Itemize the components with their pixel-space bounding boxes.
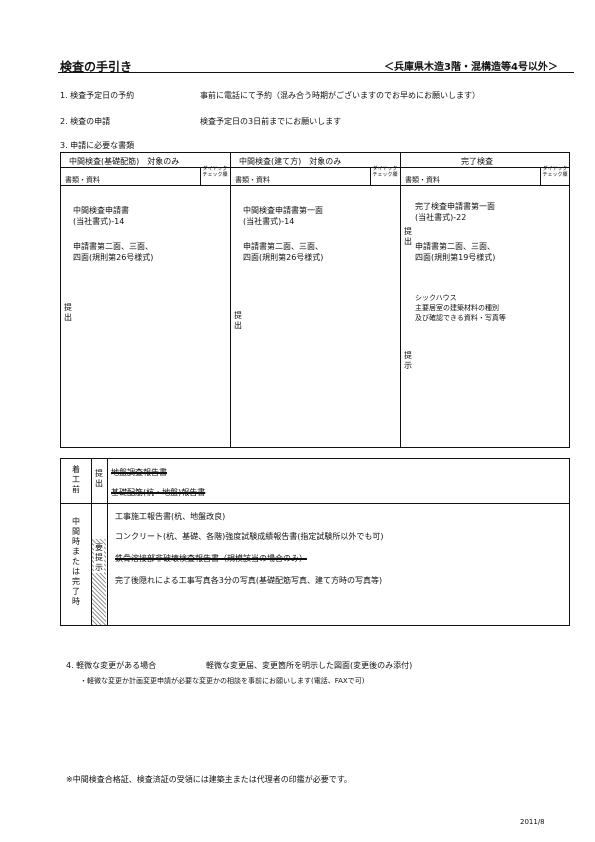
doc-note: (当社書式)-14 [243, 217, 295, 226]
item-changes-label: 4. 軽微な変更がある場合 [66, 661, 157, 670]
check-divider [540, 167, 541, 185]
check-column-label: ダイヤック チェック欄 [542, 166, 568, 178]
table-divider [61, 185, 569, 186]
doc-note: 四面(規則第26号様式) [243, 253, 324, 262]
revision-date: 2011/8 [520, 818, 545, 826]
doc-title: 申請書第二面、三面、 [243, 242, 323, 251]
submit-label: 提出 [95, 469, 103, 488]
doc-item: 完了検査申請書第一面 (当社書式)-22 [415, 201, 495, 223]
table-divider [61, 167, 569, 168]
title-rule [58, 72, 574, 73]
column-subheader: 書類・資料 [405, 176, 440, 184]
doc-title: 中間検査申請書第一面 [243, 206, 323, 215]
doc-note: (当社書式)-22 [415, 213, 467, 222]
doc-row: コンクリート(杭、基礎、各階)強度試験成績報告書(指定試験所以外でも可) [115, 532, 384, 541]
doc-row: 工事施工報告書(杭、地盤改良) [115, 512, 226, 521]
doc-row: 完了後隠れによる工事写真各3分の写真(基礎配筋写真、建て方時の写真等) [115, 576, 383, 585]
page-title: 検査の手引き [60, 60, 133, 74]
doc-note: 及び確認できる資料・写真等 [415, 314, 506, 322]
check-column-label: ダイヤック チェック欄 [202, 166, 228, 178]
doc-item: 中間検査申請書 (当社書式)-14 [73, 205, 129, 227]
column-subheader: 書類・資料 [65, 176, 100, 184]
column-header-completion: 完了検査 [461, 157, 493, 166]
doc-row: 地盤調査報告書 [111, 468, 167, 477]
column-header-foundation: 中間検査(基礎配筋) 対象のみ [69, 157, 180, 166]
timing-during-label: 中間時または完了時 [72, 517, 80, 606]
doc-item: 中間検査申請書第一面 (当社書式)-14 [243, 205, 323, 227]
present-label: 提示 [404, 351, 412, 370]
box-divider [91, 459, 92, 625]
submit-label: 提出 [64, 303, 72, 322]
submit-label: 提出 [404, 227, 412, 246]
doc-item: 申請書第二面、三面、 四面(規則第19号様式) [415, 241, 495, 263]
doc-item: 申請書第二面、三面、 四面(規則第26号様式) [243, 241, 323, 263]
footnote: ※中間検査合格証、検査済証の受領には建築主または代理者の印鑑が必要です。 [66, 775, 352, 784]
doc-item: 申請書第二面、三面、 四面(規則第26号様式) [73, 241, 153, 263]
doc-title: 申請書第二面、三面、 [415, 242, 495, 251]
doc-note: 主要居室の建築材料の種別 [415, 304, 499, 312]
item-schedule-text: 事前に電話にて予約（混み合う時期がございますのでお早めにお願いします） [200, 91, 480, 100]
doc-note: 四面(規則第26号様式) [73, 253, 154, 262]
doc-title: 中間検査申請書 [73, 206, 129, 215]
doc-row: 基礎配筋(杭・地盤)報告書 [111, 488, 206, 497]
doc-item: シックハウス 主要居室の建築材料の種別 及び確認できる資料・写真等 [415, 293, 506, 323]
item-application-label: 2. 検査の申請 [60, 117, 111, 126]
item-changes: 4. 軽微な変更がある場合 軽微な変更届、変更箇所を明示した図面(変更後のみ添付… [66, 660, 576, 674]
additional-documents-box: 着工前 中間時または完了時 提出 要提示 地盤調査報告書 基礎配筋(杭・地盤)報… [60, 458, 570, 626]
item-application-text: 検査予定日の3日前までにお願いします [200, 117, 342, 126]
doc-row: 鉄骨溶接部非破壊検査報告書（規模該当の場合のみ） [115, 554, 307, 563]
item-changes-note: ・軽微な変更か計画変更申請が必要な変更かの相談を事前にお願いします(電話、FAX… [80, 677, 365, 685]
submit-label: 提出 [234, 311, 242, 330]
item-changes-text: 軽微な変更届、変更箇所を明示した図面(変更後のみ添付) [206, 661, 413, 670]
present-label: 要提示 [94, 543, 104, 573]
column-subheader: 書類・資料 [235, 176, 270, 184]
column-header-framing: 中間検査(建て方) 対象のみ [239, 157, 342, 166]
check-column-label: ダイヤック チェック欄 [372, 166, 398, 178]
box-divider [61, 503, 569, 504]
box-divider [107, 459, 108, 625]
table-divider [400, 153, 401, 447]
doc-title: 申請書第二面、三面、 [73, 242, 153, 251]
scope-label: ＜兵庫県木造3階・混構造等4号以外＞ [384, 62, 558, 73]
check-divider [370, 167, 371, 185]
documents-table: 中間検査(基礎配筋) 対象のみ 中間検査(建て方) 対象のみ 完了検査 書類・資… [60, 152, 570, 448]
check-divider [200, 167, 201, 185]
doc-title: 完了検査申請書第一面 [415, 202, 495, 211]
doc-title: シックハウス [415, 294, 457, 302]
timing-before-label: 着工前 [72, 465, 80, 494]
doc-note: (当社書式)-14 [73, 217, 125, 226]
doc-note: 四面(規則第19号様式) [415, 253, 496, 262]
item-documents-label: 3. 申請に必要な書類 [60, 141, 135, 150]
item-schedule-label: 1. 検査予定日の予約 [60, 91, 135, 100]
table-divider [230, 153, 231, 447]
